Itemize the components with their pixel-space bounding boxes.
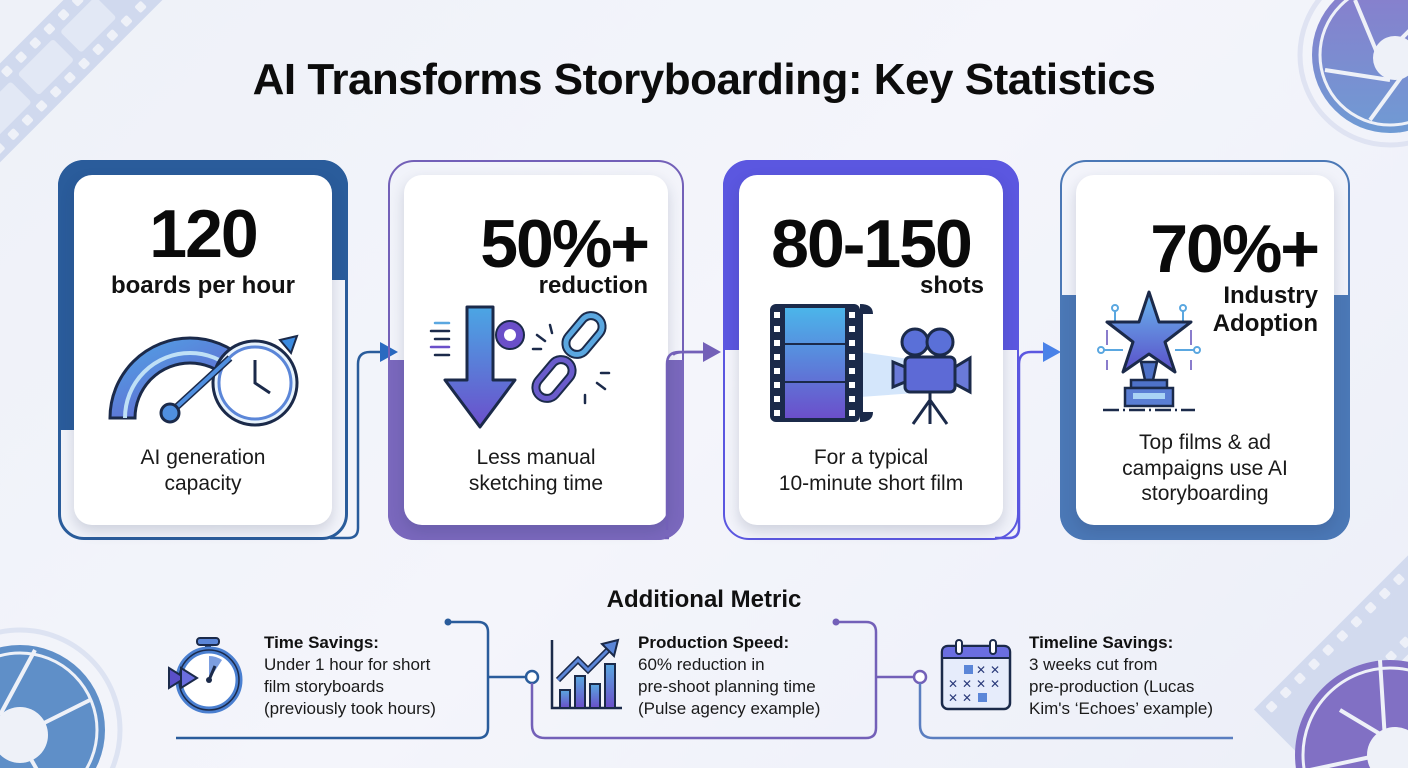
stat-description: For a typical 10-minute short film — [739, 445, 1003, 496]
stat-value: 120 — [149, 196, 258, 272]
card-frame-fill-left — [58, 260, 78, 430]
metric-title: Timeline Savings: — [1029, 633, 1174, 652]
stopwatch-fast-forward-icon — [168, 637, 243, 714]
down-arrow-broken-chain-icon — [429, 305, 611, 429]
film-aperture-bottom-right-decoration — [1253, 540, 1408, 768]
description-line: Top films & ad — [1139, 431, 1271, 454]
stat-unit: Industry Adoption — [1076, 282, 1318, 337]
svg-text:✕: ✕ — [976, 663, 986, 677]
aperture-bottom-left-decoration — [0, 627, 123, 768]
svg-text:✕: ✕ — [962, 677, 972, 691]
metric-line: pre-production (Lucas — [1029, 677, 1195, 697]
star-trophy-icon — [1097, 290, 1201, 412]
metric-line: (Pulse agency example) — [638, 699, 821, 719]
description-line: For a typical — [813, 446, 929, 469]
svg-text:✕: ✕ — [962, 691, 972, 705]
svg-text:✕: ✕ — [990, 663, 1000, 677]
calendar-icon: ✕✕ ✕✕✕✕ ✕✕ — [940, 639, 1012, 711]
description-line: Less manual — [476, 446, 596, 469]
metric-title: Time Savings: — [264, 633, 379, 652]
page-title: AI Transforms Storyboarding: Key Statist… — [252, 55, 1156, 104]
metric-text-block: Timeline Savings: 3 weeks cut from pre-p… — [1029, 632, 1249, 720]
film-reel-camera-icon — [770, 304, 972, 425]
additional-metric-heading: Additional Metric — [606, 586, 802, 613]
stat-description: AI generation capacity — [74, 445, 332, 496]
description-line: campaigns use AI — [1122, 456, 1288, 480]
stat-unit: boards per hour — [110, 272, 296, 299]
speedometer-clock-icon — [108, 334, 299, 427]
metric-text-block: Time Savings: Under 1 hour for short fil… — [264, 632, 489, 720]
metric-line: 3 weeks cut from — [1029, 655, 1158, 675]
stat-description: Less manual sketching time — [404, 445, 668, 496]
metric-title: Production Speed: — [638, 633, 790, 652]
svg-text:✕: ✕ — [948, 691, 958, 705]
metric-line: film storyboards — [264, 677, 384, 697]
metric-text-block: Production Speed: 60% reduction in pre-s… — [638, 632, 868, 720]
metric-line: (previously took hours) — [264, 699, 436, 719]
metric-line: 60% reduction in — [638, 655, 765, 675]
stat-unit: reduction — [538, 272, 648, 299]
description-line: 10-minute short film — [778, 471, 964, 495]
description-line: sketching time — [468, 471, 604, 495]
description-line: AI generation — [140, 446, 266, 469]
svg-text:✕: ✕ — [948, 677, 958, 691]
stat-value: 80-150 — [771, 206, 973, 282]
description-line: capacity — [164, 471, 242, 495]
stat-value: 70%+ — [1150, 211, 1320, 287]
stat-unit: shots — [919, 272, 984, 299]
description-line: storyboarding — [1141, 482, 1269, 506]
metric-line: pre-shoot planning time — [638, 677, 816, 697]
svg-text:✕: ✕ — [990, 677, 1000, 691]
stat-description: Top films & ad campaigns use AI storyboa… — [1076, 430, 1334, 507]
metric-line: Under 1 hour for short — [264, 655, 431, 675]
stat-value: 50%+ — [480, 206, 650, 282]
metric-line: Kim's ‘Echoes’ example) — [1029, 699, 1214, 719]
bar-chart-growth-icon — [550, 638, 622, 710]
stat-unit-line: Adoption — [1212, 309, 1318, 337]
stat-unit-line: Industry — [1223, 282, 1318, 309]
svg-text:✕: ✕ — [976, 677, 986, 691]
